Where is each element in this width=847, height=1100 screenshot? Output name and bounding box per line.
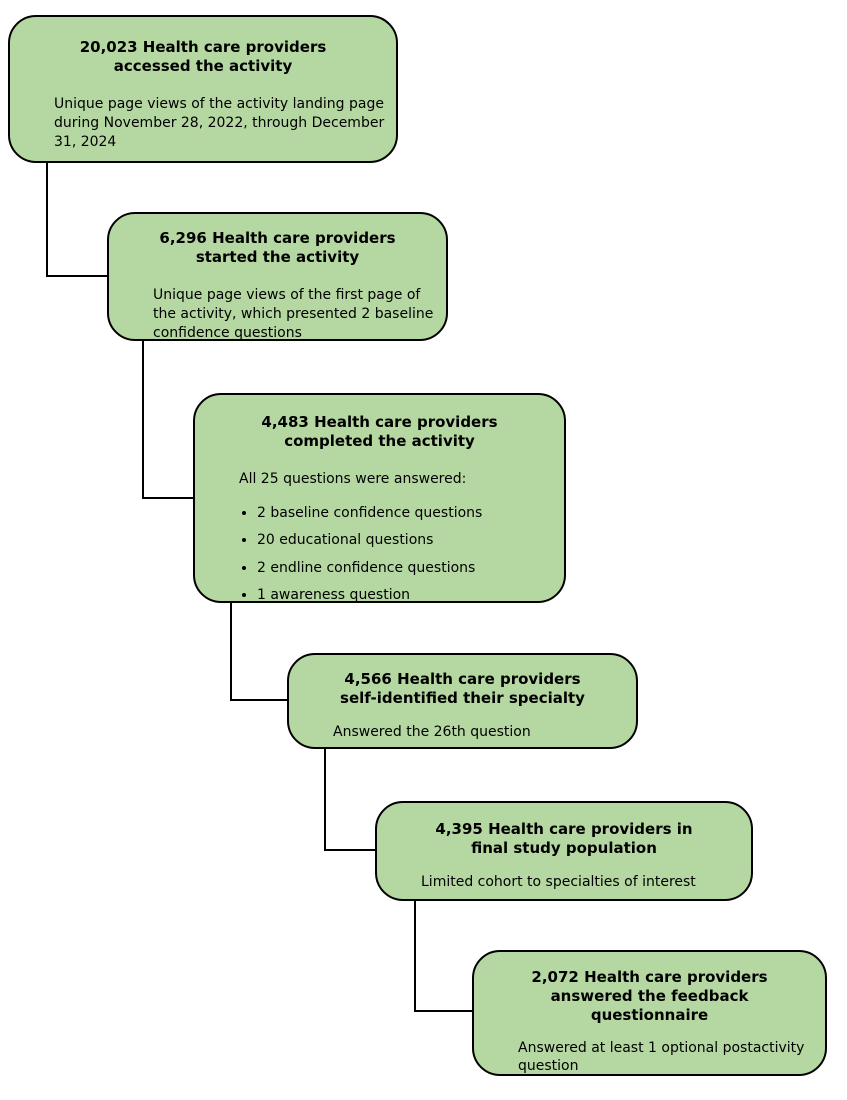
box-body: Answered the 26th question [333, 724, 531, 741]
flow-box-specialty: 4,566 Health care providers self-identif… [287, 653, 638, 749]
bullet-item: 20 educational questions [257, 531, 556, 549]
box-title-line: accessed the activity [113, 57, 293, 76]
box-body: Limited cohort to specialties of interes… [421, 874, 696, 891]
connector-population-to-feedback [414, 900, 473, 1012]
box-title-line: 4,483 Health care providers [261, 413, 498, 431]
box-title-line: started the activity [195, 248, 360, 267]
box-title-line: self-identified their specialty [340, 689, 585, 708]
bullet-item: 2 baseline confidence questions [257, 504, 556, 522]
box-title-line: 20,023 Health care providers [79, 38, 327, 56]
box-body: All 25 questions were answered: [239, 471, 467, 488]
box-body: Unique page views of the first page of t… [153, 287, 434, 341]
flow-box-accessed: 20,023 Health care providers accessed th… [8, 15, 398, 163]
bullet-item: 1 awareness question [257, 586, 556, 604]
box-title-line: 4,566 Health care providers [344, 670, 581, 688]
connector-specialty-to-population [324, 748, 376, 851]
bullet-list: 2 baseline confidence questions 20 educa… [241, 504, 556, 604]
flow-box-started: 6,296 Health care providers started the … [107, 212, 448, 341]
box-body: Answered at least 1 optional postactivit… [518, 1039, 805, 1075]
box-body: Unique page views of the activity landin… [54, 96, 385, 150]
box-title: 4,395 Health care providers in final stu… [377, 820, 751, 858]
box-title-line: final study population [471, 839, 657, 858]
connector-accessed-to-started [46, 163, 108, 277]
box-title-line: questionnaire [590, 1006, 709, 1025]
box-title-line: 2,072 Health care providers [531, 968, 768, 986]
box-title: 4,483 Health care providers completed th… [195, 413, 564, 451]
bullet-item: 2 endline confidence questions [257, 559, 556, 577]
box-title-line: completed the activity [284, 432, 475, 451]
flow-box-completed: 4,483 Health care providers completed th… [193, 393, 566, 603]
connector-started-to-completed [142, 340, 194, 499]
flow-box-population: 4,395 Health care providers in final stu… [375, 801, 753, 901]
box-title: 4,566 Health care providers self-identif… [289, 670, 636, 708]
box-title: 20,023 Health care providers accessed th… [10, 38, 396, 76]
flow-box-feedback: 2,072 Health care providers answered the… [472, 950, 827, 1076]
box-title: 6,296 Health care providers started the … [109, 229, 446, 267]
box-title-line: 4,395 Health care providers in [435, 820, 693, 838]
box-title: 2,072 Health care providers answered the… [474, 968, 825, 1026]
connector-completed-to-specialty [230, 602, 288, 701]
box-title-line: answered the feedback [550, 987, 749, 1006]
box-title-line: 6,296 Health care providers [159, 229, 396, 247]
